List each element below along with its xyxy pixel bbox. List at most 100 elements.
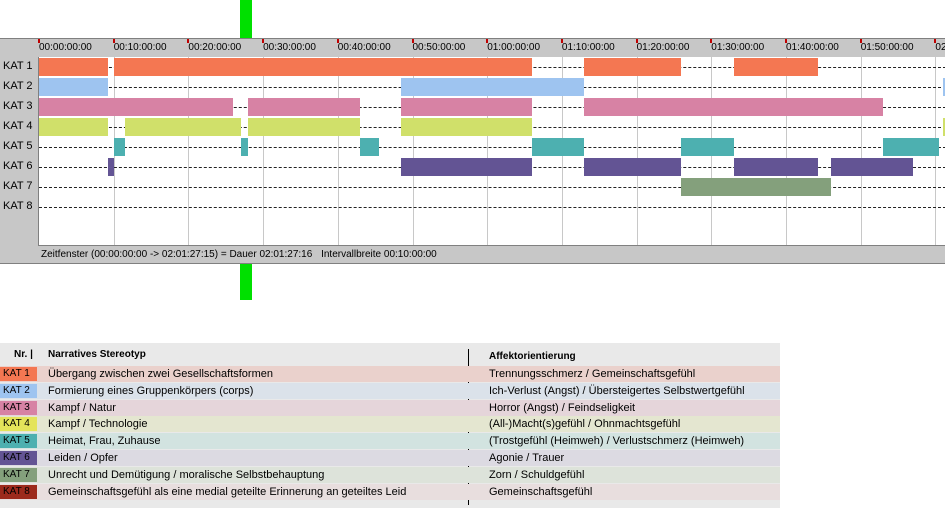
time-gridline — [786, 57, 787, 245]
segment-kat-5[interactable] — [883, 138, 940, 156]
segment-kat-6[interactable] — [107, 158, 114, 176]
ruler-tick-label: 01:20:00:00 — [636, 42, 690, 53]
segment-kat-2[interactable] — [401, 78, 585, 96]
legend-kat-swatch: KAT 2 — [0, 383, 37, 398]
segment-kat-6[interactable] — [830, 158, 913, 176]
legend-affekt: Agonie / Trauer — [489, 452, 565, 464]
ruler-tick-mark — [411, 39, 414, 43]
legend-stereotyp: Gemeinschaftsgefühl als eine medial gete… — [48, 485, 407, 498]
segment-kat-3[interactable] — [584, 98, 884, 116]
segment-kat-3[interactable] — [248, 98, 361, 116]
row-label-kat-8: KAT 8 — [3, 200, 33, 212]
status-bar: Zeitfenster (00:00:00:00 -> 02:01:27:15)… — [38, 245, 945, 263]
legend-affekt: (Trostgefühl (Heimweh) / Verlustschmerz … — [489, 435, 745, 448]
legend-row: KAT 7 Unrecht und Demütigung / moralische… — [0, 466, 780, 483]
ruler-tick-mark — [635, 39, 638, 43]
ruler-tick-label: 01:10:00:00 — [561, 42, 615, 53]
segment-kat-5[interactable] — [113, 138, 125, 156]
segment-kat-3[interactable] — [401, 98, 532, 116]
legend-affekt: Ich-Verlust (Angst) / Übersteigertes Sel… — [489, 384, 745, 397]
time-window-text: Zeitfenster (00:00:00:00 -> 02:01:27:15)… — [41, 249, 313, 260]
time-gridline — [412, 57, 414, 245]
ruler-tick-mark — [560, 39, 563, 43]
legend-kat-swatch: KAT 3 — [0, 400, 37, 415]
segment-kat-1[interactable] — [733, 58, 819, 76]
time-gridline — [860, 57, 862, 245]
segment-kat-5[interactable] — [681, 138, 734, 156]
segment-kat-4[interactable] — [248, 118, 361, 136]
legend-stereotyp: Unrecht und Demütigung / moralische Selb… — [48, 468, 325, 481]
timeline-plot[interactable] — [38, 57, 945, 245]
playhead-marker-bottom[interactable] — [240, 264, 252, 300]
ruler-tick-label: 00:30:00:00 — [263, 42, 316, 53]
row-baseline — [39, 207, 945, 208]
legend-header-nr: Nr. | — [14, 349, 33, 360]
ruler-tick-label: 02 — [935, 42, 945, 53]
legend-affekt: Trennungsschmerz / Gemeinschaftsgefühl — [489, 368, 696, 380]
ruler-tick-label: 01:40:00:00 — [786, 42, 839, 53]
row-baseline — [39, 147, 945, 148]
segment-kat-1[interactable] — [39, 58, 108, 76]
segment-kat-5[interactable] — [360, 138, 379, 156]
segment-kat-2[interactable] — [39, 78, 108, 96]
time-gridline — [263, 57, 265, 245]
interval-width-text: Intervallbreite 00:10:00:00 — [321, 249, 437, 260]
ruler-tick-mark — [785, 39, 787, 43]
time-gridline — [188, 57, 190, 245]
time-gridline — [487, 57, 489, 245]
segment-kat-4[interactable] — [39, 118, 108, 136]
row-label-kat-2: KAT 2 — [3, 80, 33, 92]
ruler-tick-label: 01:30:00:00 — [711, 42, 765, 53]
playhead-marker-top[interactable] — [240, 0, 252, 38]
row-label-kat-4: KAT 4 — [3, 120, 33, 132]
ruler-tick-mark — [187, 39, 190, 43]
segment-kat-3[interactable] — [39, 98, 234, 116]
segment-kat-3[interactable] — [830, 98, 884, 116]
legend-stereotyp: Kampf / Natur — [48, 401, 116, 414]
segment-kat-6[interactable] — [401, 158, 532, 176]
segment-kat-5[interactable] — [532, 138, 585, 156]
row-label-kat-7: KAT 7 — [3, 180, 33, 192]
segment-kat-1[interactable] — [113, 58, 532, 76]
ruler-tick-mark — [112, 39, 115, 43]
segment-kat-4[interactable] — [124, 118, 241, 136]
legend-stereotyp: Leiden / Opfer — [48, 452, 118, 464]
ruler-tick-mark — [336, 39, 339, 43]
legend-kat-swatch: KAT 7 — [0, 467, 37, 482]
ruler-tick-label: 00:00:00:00 — [39, 42, 92, 53]
segment-kat-6[interactable] — [584, 158, 682, 176]
row-label-kat-5: KAT 5 — [3, 140, 33, 152]
row-label-kat-1: KAT 1 — [3, 60, 33, 72]
category-legend-table: Nr. | Narratives Stereotyp Affektorienti… — [0, 343, 780, 508]
segment-kat-7[interactable] — [681, 178, 831, 196]
legend-row: KAT 8 Gemeinschaftsgefühl als eine medial… — [0, 483, 780, 500]
legend-kat-swatch: KAT 1 — [0, 367, 37, 381]
segment-kat-5[interactable] — [240, 138, 249, 156]
segment-kat-1[interactable] — [584, 58, 682, 76]
segment-kat-2[interactable] — [942, 78, 945, 96]
time-gridline — [337, 57, 339, 245]
legend-stereotyp: Heimat, Frau, Zuhause — [48, 435, 161, 448]
legend-header-stereotyp: Narratives Stereotyp — [48, 349, 146, 360]
ruler-tick-label: 01:00:00:00 — [487, 42, 541, 53]
time-gridline — [636, 57, 638, 245]
row-label-kat-6: KAT 6 — [3, 160, 33, 172]
legend-kat-swatch: KAT 4 — [0, 417, 37, 432]
legend-kat-swatch: KAT 5 — [0, 434, 37, 449]
legend-kat-swatch: KAT 8 — [0, 484, 37, 499]
segment-kat-6[interactable] — [733, 158, 819, 176]
legend-stereotyp: Übergang zwischen zwei Gesellschaftsform… — [48, 368, 273, 380]
legend-row: KAT 1 Übergang zwischen zwei Gesellschaft… — [0, 366, 780, 382]
legend-affekt: Horror (Angst) / Feindseligkeit — [489, 401, 636, 414]
legend-affekt: (All-)Macht(s)gefühl / Ohnmachtsgefühl — [489, 418, 681, 431]
segment-kat-4[interactable] — [401, 118, 532, 136]
legend-row: KAT 5 Heimat, Frau, Zuhause (Trostgefühl (… — [0, 433, 780, 450]
ruler-tick-mark — [859, 39, 862, 43]
segment-kat-4[interactable] — [942, 118, 945, 136]
ruler-tick-label: 00:50:00:00 — [412, 42, 466, 53]
ruler-tick-label: 00:40:00:00 — [337, 42, 391, 53]
